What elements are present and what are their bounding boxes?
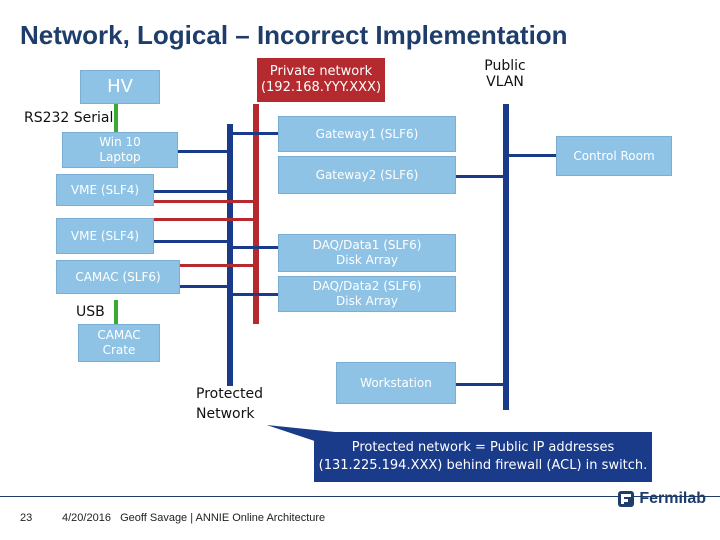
camac-slf6-box: CAMAC (SLF6) xyxy=(56,260,180,294)
control-room-label: Control Room xyxy=(573,148,655,163)
fermilab-logo: Fermilab xyxy=(617,490,706,508)
protected-network-backbone xyxy=(227,124,233,386)
workstation-label: Workstation xyxy=(360,375,432,390)
link-gw1-protected xyxy=(230,132,278,135)
callout-box: Protected network = Public IP addresses … xyxy=(314,432,652,482)
link-vme2-blue xyxy=(154,240,230,243)
footer-text: 4/20/2016 Geoff Savage | ANNIE Online Ar… xyxy=(62,512,326,524)
page-number: 23 xyxy=(20,512,33,524)
win10-box: Win 10 Laptop xyxy=(62,132,178,168)
private-network-box: Private network (192.168.YYY.XXX) xyxy=(257,58,385,102)
win10-label: Win 10 Laptop xyxy=(99,135,141,164)
link-gw2-public xyxy=(456,175,506,178)
link-daq2-protected xyxy=(230,293,278,296)
link-vme2-red xyxy=(154,218,256,221)
footer-rule xyxy=(0,496,720,497)
link-camac-red xyxy=(154,264,256,267)
usb-label: USB xyxy=(76,304,105,320)
hv-box: HV xyxy=(80,70,160,104)
camac-crate-label: CAMAC Crate xyxy=(97,328,141,357)
callout-text: Protected network = Public IP addresses … xyxy=(318,440,648,473)
gateway2-box: Gateway2 (SLF6) xyxy=(278,156,456,194)
camac-slf6-label: CAMAC (SLF6) xyxy=(75,269,161,284)
link-vme1-red xyxy=(154,200,256,203)
vme2-box: VME (SLF4) xyxy=(56,218,154,254)
daq2-label: DAQ/Data2 (SLF6) Disk Array xyxy=(312,279,422,308)
gateway1-box: Gateway1 (SLF6) xyxy=(278,116,456,152)
vme1-box: VME (SLF4) xyxy=(56,174,154,206)
daq2-box: DAQ/Data2 (SLF6) Disk Array xyxy=(278,276,456,312)
workstation-box: Workstation xyxy=(336,362,456,404)
camac-crate-box: CAMAC Crate xyxy=(78,324,160,362)
link-controlroom-public xyxy=(506,154,556,157)
public-vlan-label: Public VLAN xyxy=(484,58,526,90)
daq1-box: DAQ/Data1 (SLF6) Disk Array xyxy=(278,234,456,272)
control-room-box: Control Room xyxy=(556,136,672,176)
fermilab-icon xyxy=(618,491,635,507)
link-workstation-public xyxy=(456,383,506,386)
vme2-label: VME (SLF4) xyxy=(70,228,140,243)
private-network-label: Private network (192.168.YYY.XXX) xyxy=(260,63,382,95)
page-title: Network, Logical – Incorrect Implementat… xyxy=(20,20,568,50)
rs232-label: RS232 Serial xyxy=(24,110,114,126)
usb-link xyxy=(114,300,118,328)
gateway1-label: Gateway1 (SLF6) xyxy=(315,126,419,141)
private-network-backbone xyxy=(253,104,259,324)
public-vlan-backbone xyxy=(503,104,509,410)
link-win10-protected xyxy=(178,150,230,153)
vme1-label: VME (SLF4) xyxy=(70,182,140,197)
hv-serial-link xyxy=(114,104,118,138)
protected-network-label: Protected Network xyxy=(196,386,263,422)
fermilab-wordmark: Fermilab xyxy=(639,490,706,507)
link-camac-blue xyxy=(154,285,230,288)
hv-label: HV xyxy=(107,75,133,97)
gateway2-label: Gateway2 (SLF6) xyxy=(315,167,419,182)
link-vme1-blue xyxy=(154,190,230,193)
daq1-label: DAQ/Data1 (SLF6) Disk Array xyxy=(312,238,422,267)
link-daq1-protected xyxy=(230,246,278,249)
